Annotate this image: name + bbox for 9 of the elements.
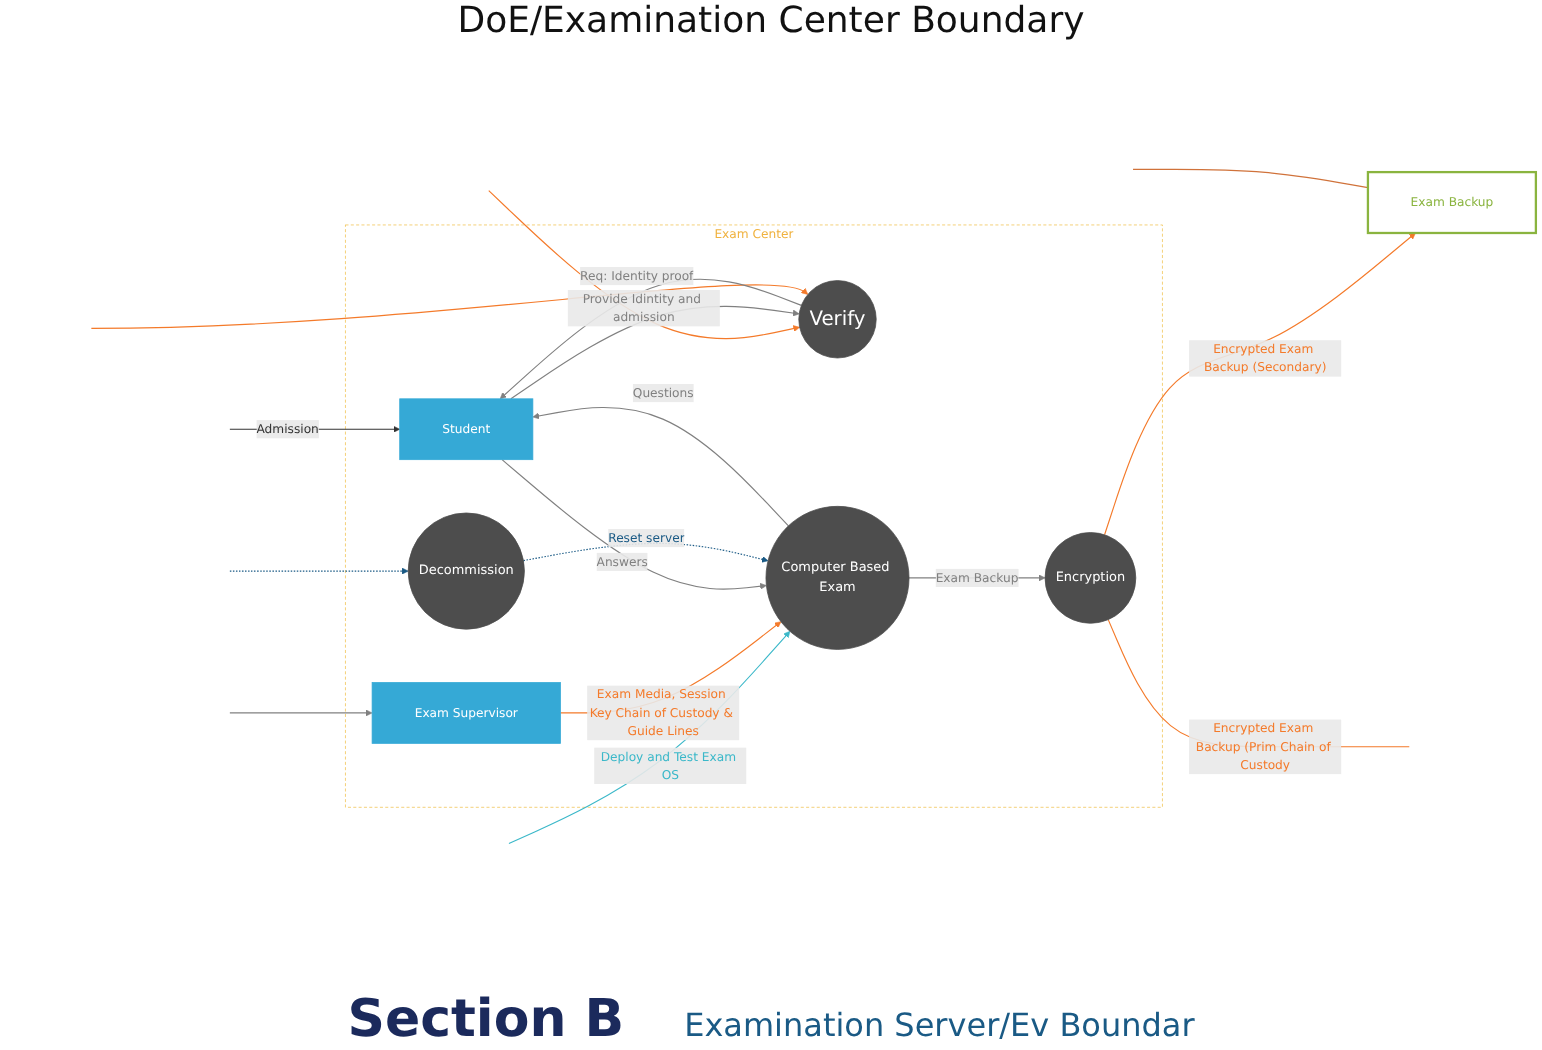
arrow [532,406,789,527]
arrow [229,567,409,575]
boundary-label: DoE/Examination Center Boundary [457,0,1085,42]
section-heading: Section B [347,990,625,1050]
node-circle: Verify [798,280,877,359]
arrow [1104,232,1416,536]
arrow [229,709,373,717]
connector [1132,168,1369,189]
boundary-label: Examination Server/Ev Boundar [684,1006,1195,1044]
